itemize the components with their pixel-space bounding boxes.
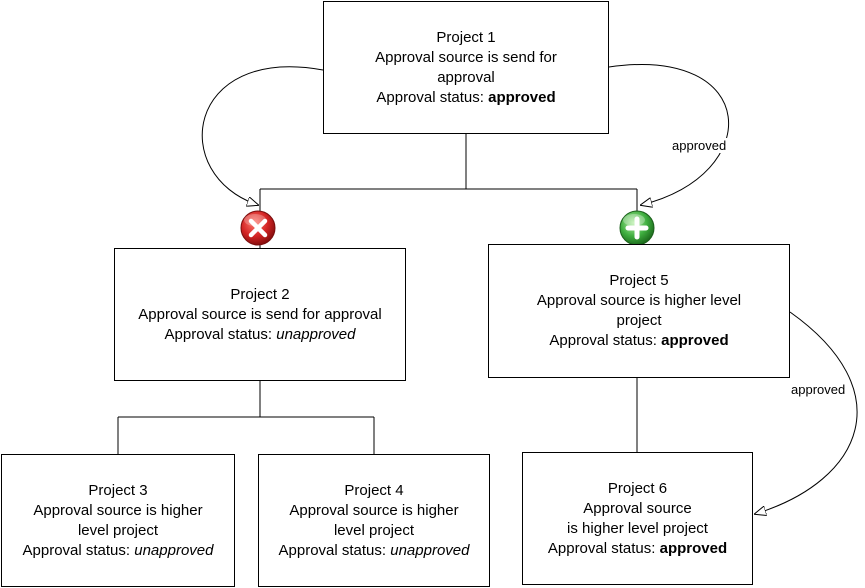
arrow-p5-to-p6 xyxy=(755,311,858,514)
approve-plus-icon xyxy=(619,210,655,246)
approval-source-line: Approval source is higher level xyxy=(536,292,742,309)
approval-status-value: approved xyxy=(488,88,556,106)
approval-status: Approval status: unapproved xyxy=(279,541,470,561)
approval-source-line: Approval source is higher xyxy=(33,501,203,519)
approval-status-label: Approval status: xyxy=(164,325,277,343)
approval-status-value: unapproved xyxy=(134,541,214,559)
project-3-box[interactable]: Project 3 Approval source is higher leve… xyxy=(1,454,235,587)
approval-status: Approval status: approved xyxy=(376,88,555,108)
project-5-box[interactable]: Project 5 Approval source is higher leve… xyxy=(488,244,790,378)
approval-status-value: unapproved xyxy=(390,541,470,559)
approval-source-line: level project xyxy=(77,521,159,539)
project-title: Project 4 xyxy=(344,481,404,499)
project-6-box[interactable]: Project 6 Approval source is higher leve… xyxy=(522,452,753,585)
approval-status-label: Approval status: xyxy=(278,541,391,559)
project-title: Project 5 xyxy=(609,272,669,289)
project-1-box[interactable]: Project 1 Approval source is send for ap… xyxy=(323,1,609,134)
approval-source-line: level project xyxy=(333,521,415,539)
approval-source-line: Approval source xyxy=(583,499,692,517)
project-title: Project 2 xyxy=(230,285,290,303)
project-title: Project 3 xyxy=(88,481,148,499)
edge-label-p5-to-p6: approved xyxy=(790,382,847,397)
approval-status-label: Approval status: xyxy=(22,541,135,559)
approval-status: Approval status: approved xyxy=(549,331,728,351)
arrow-p1-to-p2 xyxy=(201,66,324,205)
approval-status: Approval status: approved xyxy=(548,539,727,559)
edge-label-p1-to-p5: approved xyxy=(671,138,728,153)
project-title: Project 1 xyxy=(436,28,496,46)
approval-status-label: Approval status: xyxy=(547,539,660,557)
project-title: Project 6 xyxy=(607,479,668,497)
reject-x-icon xyxy=(240,210,276,246)
approval-status-label: Approval status: xyxy=(549,332,662,349)
approval-status-label: Approval status: xyxy=(376,88,489,106)
approval-source-line: Approval source is send for xyxy=(375,48,557,66)
arrow-p1-to-p5 xyxy=(608,64,730,205)
approval-source-line: approval xyxy=(437,68,495,86)
approval-status: Approval status: unapproved xyxy=(23,541,214,561)
approval-source-line: Approval source is send for approval xyxy=(138,305,382,323)
project-4-box[interactable]: Project 4 Approval source is higher leve… xyxy=(258,454,490,587)
approval-source-line: Approval source is higher xyxy=(289,501,459,519)
approval-source-line: is higher level project xyxy=(567,519,708,537)
approval-status-value: approved xyxy=(659,539,728,557)
approval-status-value: unapproved xyxy=(276,325,356,343)
approval-source-line: project xyxy=(616,312,662,329)
approval-status: Approval status: unapproved xyxy=(165,325,356,345)
project-2-box[interactable]: Project 2 Approval source is send for ap… xyxy=(114,248,406,381)
approval-status-value: approved xyxy=(661,332,729,349)
